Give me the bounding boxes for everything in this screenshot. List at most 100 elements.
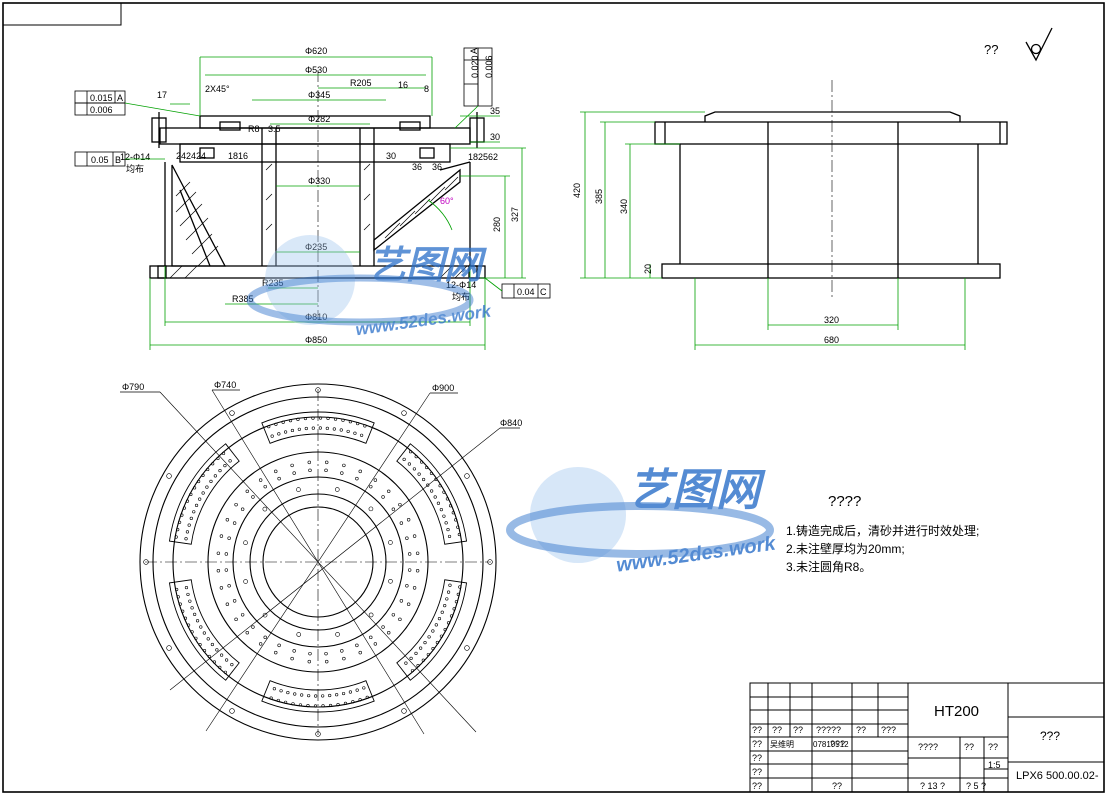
dim-h20: 20 bbox=[643, 264, 653, 274]
holes-bottom: 12-Φ14 bbox=[446, 280, 476, 290]
hole bbox=[381, 495, 385, 499]
hole bbox=[189, 516, 193, 520]
hole bbox=[185, 499, 190, 503]
tb-weight-label: ???? bbox=[918, 742, 938, 752]
hole bbox=[276, 698, 280, 703]
hole bbox=[308, 468, 312, 473]
hole bbox=[399, 521, 404, 525]
tb-c4: ????? bbox=[816, 725, 841, 735]
hole bbox=[258, 642, 263, 646]
tol-flatness-top-right: 0.020 bbox=[470, 55, 480, 78]
hole bbox=[427, 635, 431, 639]
hole bbox=[405, 584, 409, 588]
tol-flatness-bottom: 0.04 bbox=[517, 287, 535, 297]
dim-r205: R205 bbox=[350, 78, 372, 88]
hole bbox=[335, 693, 339, 697]
hole bbox=[356, 421, 360, 426]
hole bbox=[195, 619, 200, 623]
hole bbox=[190, 606, 194, 610]
hole bbox=[321, 694, 325, 698]
tol-flatness-top-left: 0.015 bbox=[90, 93, 113, 103]
hole bbox=[408, 450, 413, 454]
svg-text:艺图网: 艺图网 bbox=[368, 245, 487, 287]
hole bbox=[269, 696, 273, 700]
hole bbox=[303, 416, 308, 421]
hole bbox=[448, 504, 453, 508]
tb-date: 07810512 bbox=[813, 740, 849, 749]
dim-h385: 385 bbox=[594, 189, 604, 204]
hole bbox=[365, 695, 369, 699]
hole bbox=[373, 642, 378, 646]
hole bbox=[209, 479, 213, 483]
hole bbox=[262, 506, 268, 512]
hole bbox=[314, 694, 318, 698]
dim-d900: Φ900 bbox=[432, 383, 454, 393]
dim-ang60: 60° bbox=[440, 196, 454, 206]
hole bbox=[281, 420, 285, 424]
dim-d235: Φ235 bbox=[305, 242, 327, 252]
hole bbox=[234, 617, 238, 622]
hole bbox=[332, 427, 336, 431]
hole bbox=[368, 612, 374, 618]
hole bbox=[176, 528, 180, 532]
hole bbox=[183, 616, 188, 620]
hole bbox=[205, 485, 209, 489]
dim-h35: 35 bbox=[490, 106, 500, 116]
hole bbox=[324, 468, 328, 473]
hole bbox=[220, 653, 224, 657]
hole bbox=[216, 456, 220, 461]
hole bbox=[355, 688, 359, 692]
dim-depth8: 8 bbox=[424, 84, 429, 94]
hole bbox=[346, 429, 350, 434]
hole bbox=[192, 486, 197, 490]
hole bbox=[325, 426, 329, 430]
hole bbox=[442, 514, 446, 518]
hole bbox=[272, 687, 276, 691]
hole bbox=[258, 478, 263, 482]
hole bbox=[369, 635, 373, 640]
hole bbox=[177, 520, 182, 524]
hole bbox=[433, 495, 437, 499]
slot-band bbox=[261, 680, 375, 713]
hole bbox=[199, 625, 203, 629]
hole bbox=[229, 708, 235, 714]
tol-flatness-mid-left: 0.05 bbox=[91, 155, 109, 165]
hole bbox=[434, 477, 438, 482]
notes-title: ???? bbox=[828, 493, 861, 510]
dim-d330: Φ330 bbox=[308, 176, 330, 186]
hole bbox=[296, 417, 300, 422]
hole bbox=[401, 708, 407, 714]
roughness-symbol-icon bbox=[1025, 27, 1053, 62]
hole bbox=[263, 635, 267, 640]
hole bbox=[184, 537, 188, 541]
hole bbox=[198, 642, 202, 647]
hole bbox=[234, 502, 238, 507]
hole bbox=[335, 632, 340, 637]
hole bbox=[192, 510, 196, 514]
hole bbox=[446, 590, 451, 594]
dim-r385: R385 bbox=[232, 294, 254, 304]
hole bbox=[215, 648, 219, 652]
hole bbox=[274, 650, 278, 655]
hole bbox=[326, 416, 330, 420]
dim-w18: 18 bbox=[228, 151, 238, 161]
tol-flatness-mid-left-ref: B bbox=[115, 155, 121, 165]
tb-name: ??? bbox=[1040, 729, 1060, 743]
hole bbox=[201, 491, 205, 495]
hole bbox=[290, 463, 294, 468]
hole bbox=[401, 410, 407, 416]
hole bbox=[240, 507, 245, 511]
hole bbox=[277, 432, 281, 436]
hole bbox=[464, 473, 470, 479]
holes-bottom-note: 均布 bbox=[452, 291, 470, 302]
hole bbox=[348, 690, 353, 694]
hole bbox=[194, 636, 198, 640]
hole bbox=[307, 694, 311, 698]
slot-band bbox=[396, 443, 468, 545]
hole bbox=[223, 464, 227, 468]
hole bbox=[225, 602, 230, 606]
hole bbox=[251, 625, 255, 629]
hole bbox=[291, 702, 295, 706]
hole bbox=[423, 641, 427, 645]
